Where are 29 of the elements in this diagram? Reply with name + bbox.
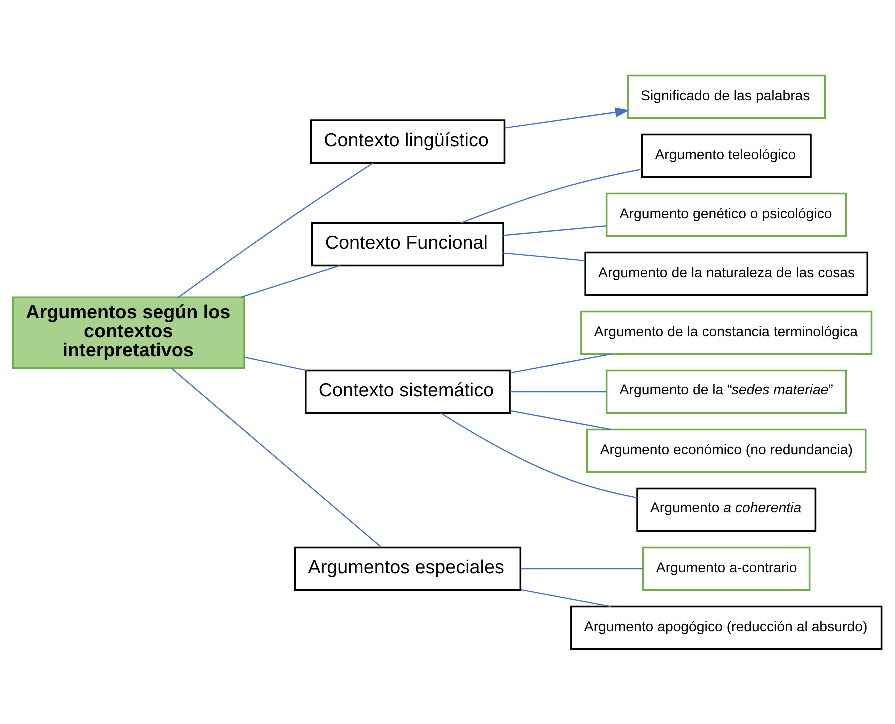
connector (510, 353, 612, 374)
node-box: Contexto Funcional (311, 222, 504, 266)
arrow (504, 107, 630, 128)
connector (178, 162, 374, 298)
node-box: Argumento apogógico (reducción al absurdo) (570, 605, 883, 650)
node-box: Contexto lingüístico (310, 119, 506, 164)
connector (510, 390, 607, 392)
connector (521, 568, 643, 570)
node-box: Argumento genético o psicológico (606, 192, 848, 237)
connector (440, 412, 638, 498)
node-box: Contexto sistemático (305, 369, 511, 414)
node-box: Argumento de la constancia terminológica (580, 310, 873, 355)
node-box: Significado de las palabras (627, 74, 826, 119)
node-box: Argumentos según los contextos interpretativos (12, 296, 246, 369)
node-box: Argumento de la naturaleza de las cosas (584, 251, 869, 296)
connector (520, 588, 612, 607)
connector (510, 410, 612, 430)
connector (244, 356, 307, 371)
connector (504, 224, 607, 236)
node-box: Argumento a-contrario (642, 546, 811, 591)
node-box: Argumento teleológico (641, 133, 812, 178)
node-box: Argumentos especiales (294, 546, 522, 591)
connector (240, 264, 340, 298)
node-box: Argumento a coherentia (636, 487, 817, 532)
connector (504, 252, 586, 261)
connector (460, 168, 642, 224)
connector (171, 368, 382, 548)
node-box: Argumento económico (no redundancia) (586, 428, 867, 473)
node-box: Argumento de la “sedes materiae” (606, 369, 848, 414)
